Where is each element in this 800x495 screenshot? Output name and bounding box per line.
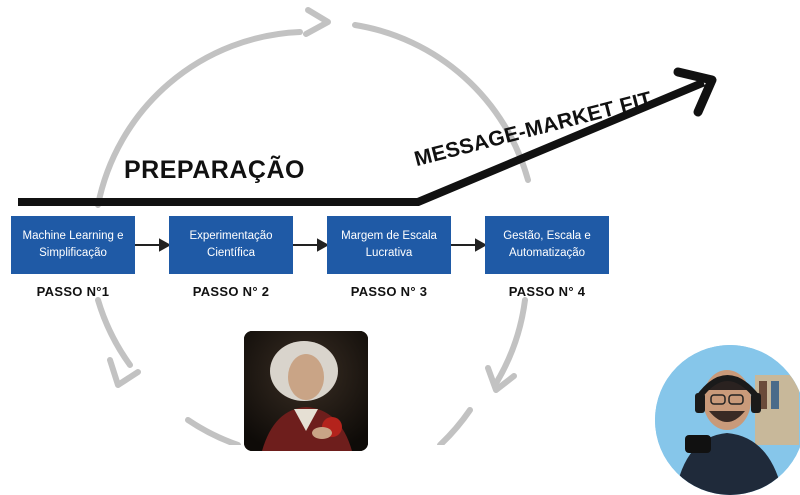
step-1-box: Machine Learning e Simplificação xyxy=(11,216,135,274)
step-2-label: PASSO N° 2 xyxy=(192,284,270,299)
portrait-painting xyxy=(244,331,368,451)
cycle-ring xyxy=(95,22,531,445)
step-3-label: PASSO N° 3 xyxy=(350,284,428,299)
step-connector-arrow-icon xyxy=(451,238,488,252)
preparation-line xyxy=(18,78,706,206)
preparation-label: PREPARAÇÃO xyxy=(124,156,305,184)
step-connector-arrow-icon xyxy=(135,238,172,252)
step-4-box: Gestão, Escala e Automatização xyxy=(485,216,609,274)
process-diagram xyxy=(18,7,717,445)
cycle-arrow-icon xyxy=(107,357,141,388)
presenter-webcam xyxy=(655,345,800,495)
step-connector-arrow-icon xyxy=(293,238,330,252)
step-1-label: PASSO N°1 xyxy=(36,284,110,299)
step-3-box: Margem de Escala Lucrativa xyxy=(327,216,451,274)
cycle-arrow-icon xyxy=(485,365,517,393)
step-4-label: PASSO N° 4 xyxy=(508,284,586,299)
cycle-arrow-icon xyxy=(303,7,331,37)
step-2-box: Experimentação Científica xyxy=(169,216,293,274)
trend-arrow-icon xyxy=(673,67,717,117)
